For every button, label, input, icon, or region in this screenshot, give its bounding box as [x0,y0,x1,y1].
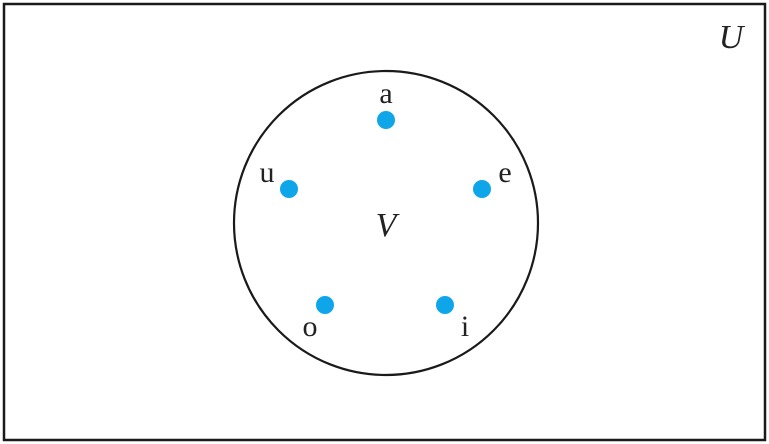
element-o-dot [316,296,334,314]
element-a-label: a [379,77,392,110]
element-i-label: i [461,310,469,343]
set-v-circle [232,69,540,377]
element-u-label: u [260,156,275,189]
universe-label: U [719,19,746,56]
element-e-label: e [498,156,511,189]
element-i-dot [436,296,454,314]
element-e-dot [473,180,491,198]
element-u-dot [280,180,298,198]
element-a-dot [377,111,395,129]
element-o-label: o [303,310,318,343]
